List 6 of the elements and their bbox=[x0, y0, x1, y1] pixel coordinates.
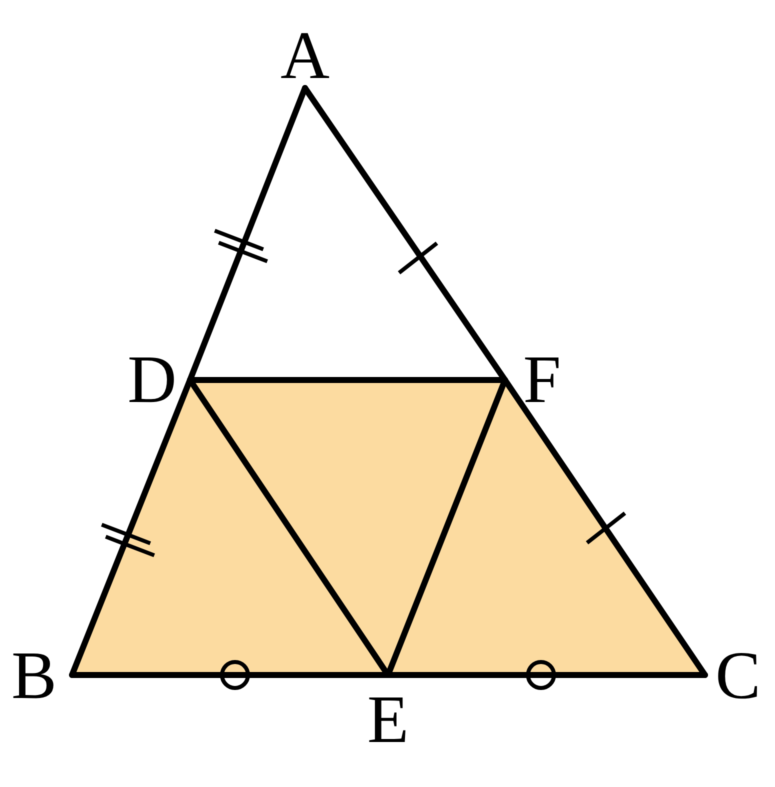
point-label: D bbox=[122, 346, 182, 412]
point-label: F bbox=[512, 346, 572, 412]
point-label: B bbox=[4, 642, 64, 708]
point-label: C bbox=[708, 642, 768, 708]
point-label: A bbox=[275, 22, 335, 88]
point-label: E bbox=[358, 686, 418, 752]
